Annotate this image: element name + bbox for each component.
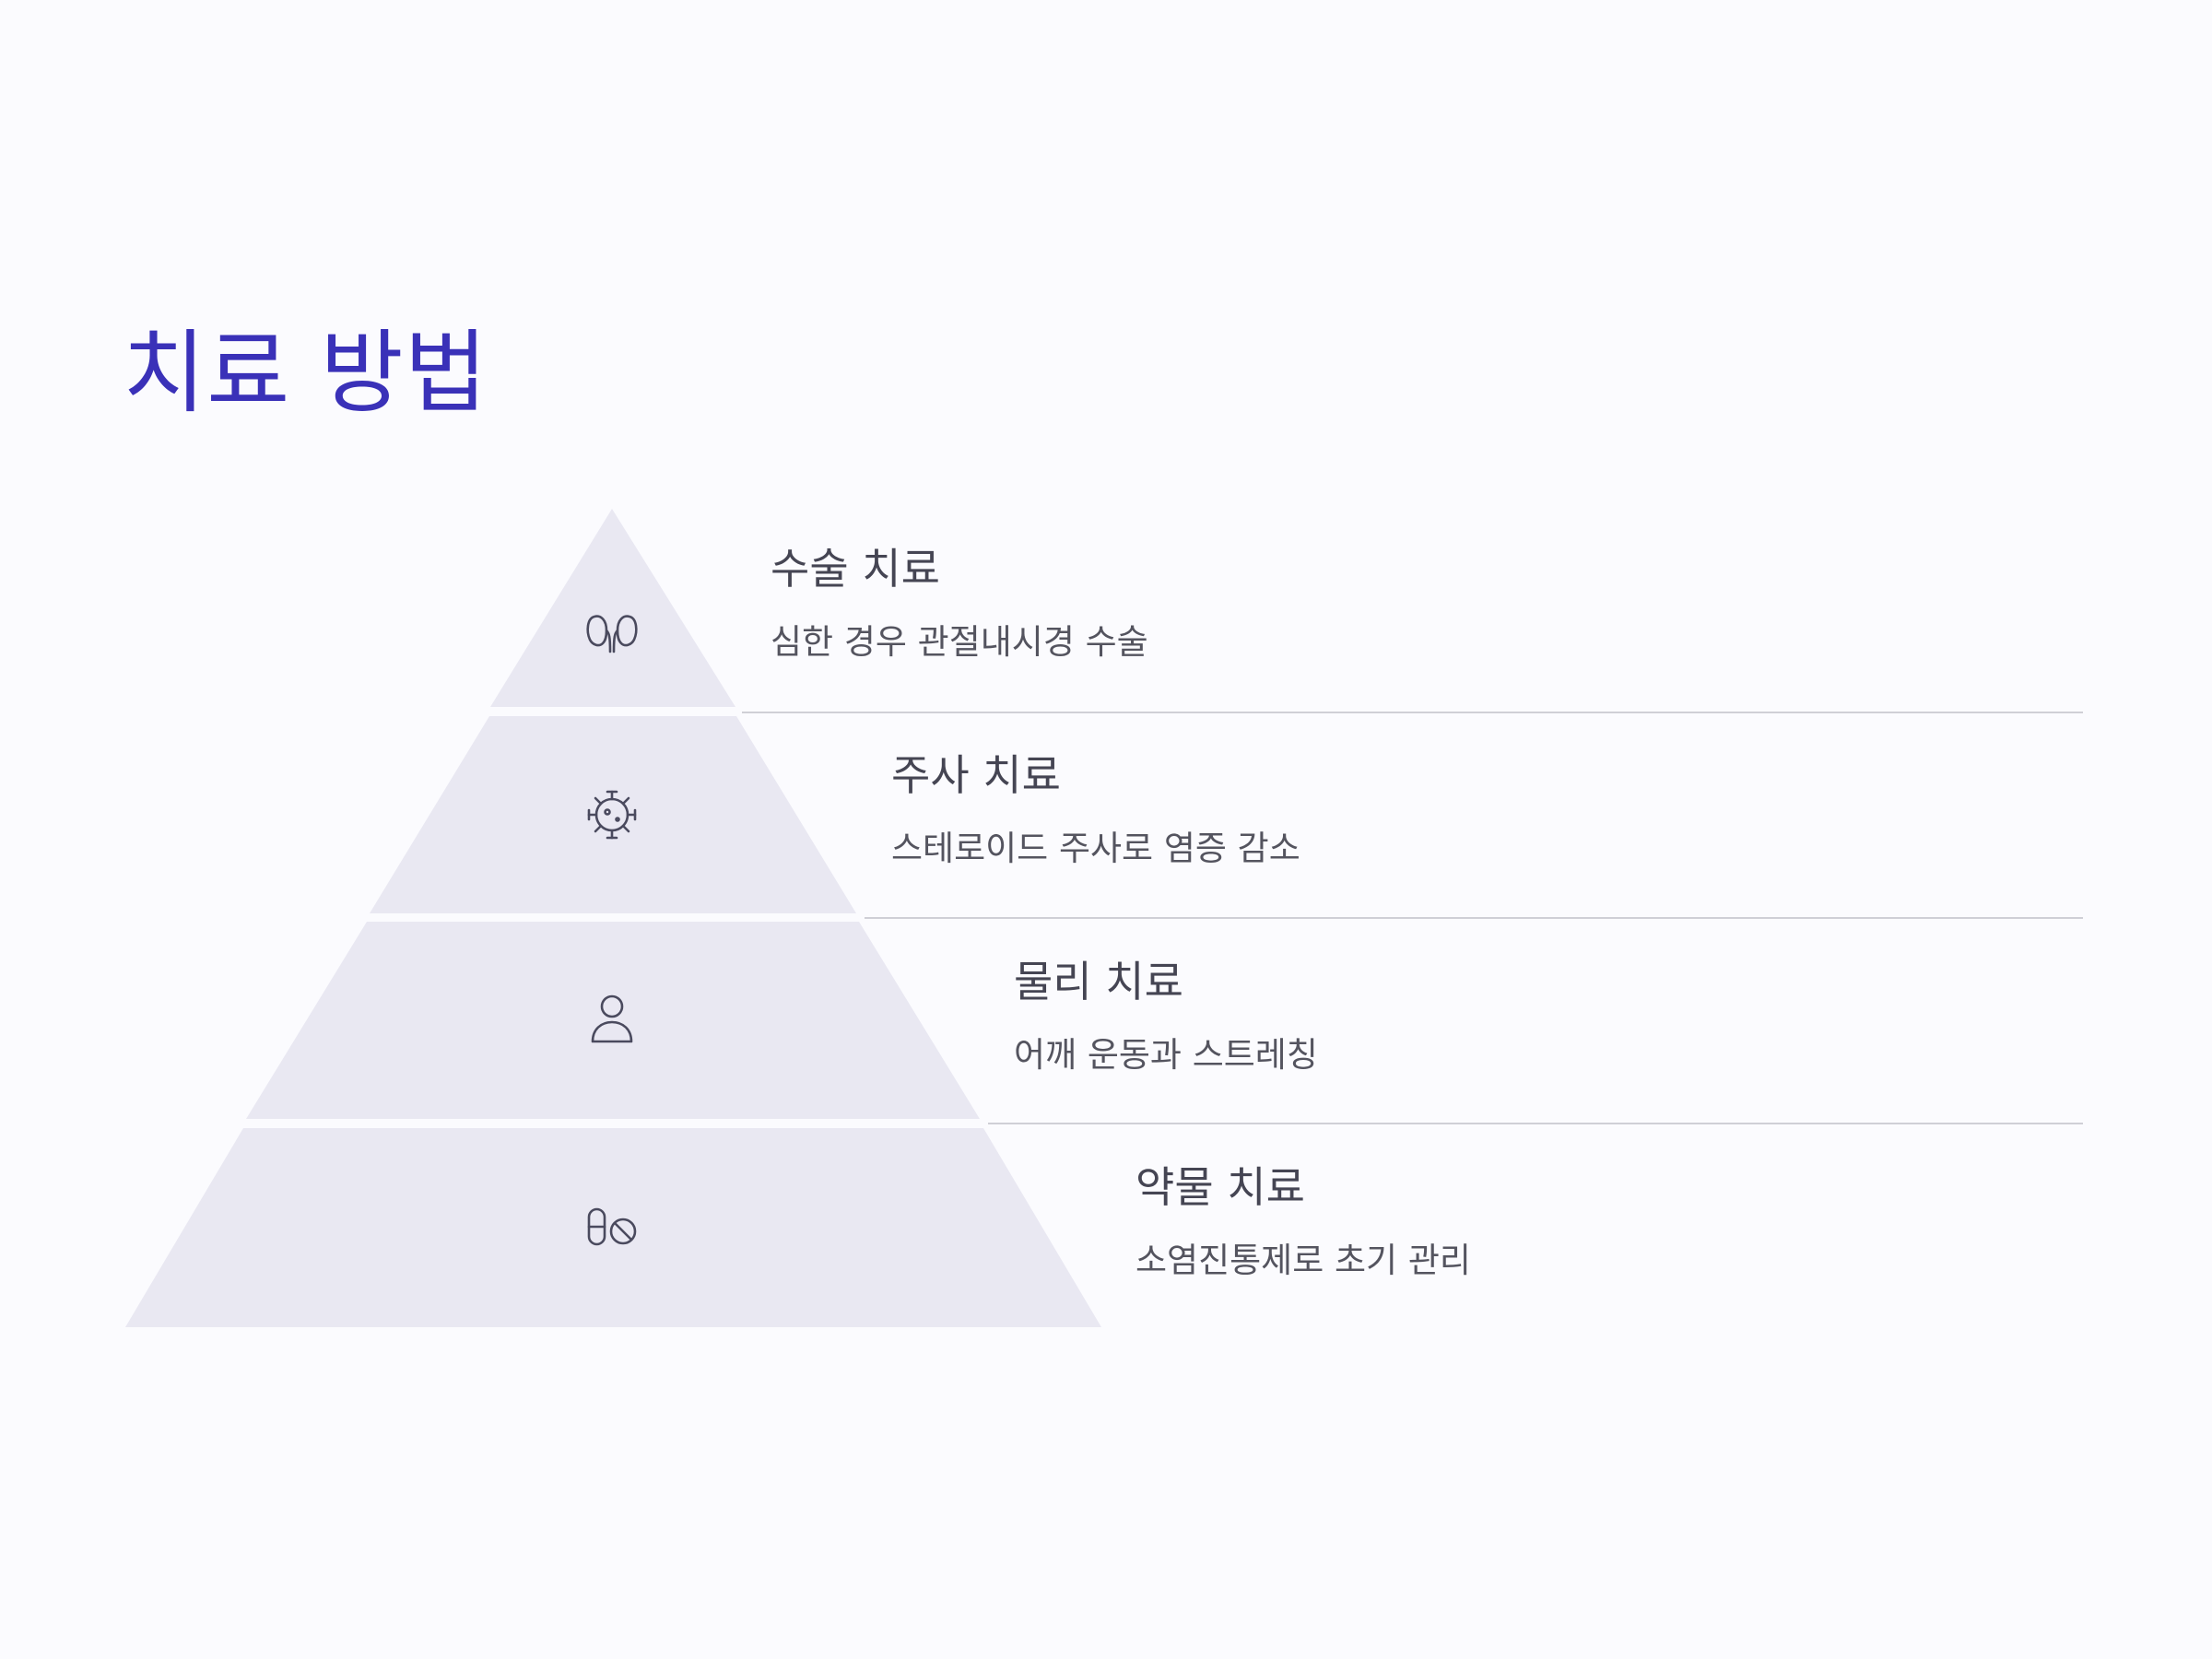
pyramid-tier-physical — [246, 922, 980, 1119]
tier-shape-3 — [246, 922, 980, 1119]
person-icon — [591, 994, 633, 1043]
pyramid-tier-medication — [125, 1128, 1101, 1327]
tier-text-medication: 약물 치료 소염진통제로 초기 관리 — [1135, 1166, 1471, 1277]
page-title: 치료 방법 — [123, 321, 488, 426]
tier-text-surgery: 수술 치료 심한 경우 관절내시경 수술 — [771, 547, 1148, 659]
tier-shape-2 — [370, 716, 856, 913]
tier-description: 소염진통제로 초기 관리 — [1135, 1241, 1471, 1280]
tier-description: 스테로이드 주사로 염증 감소 — [891, 829, 1300, 868]
pyramid-tier-surgery — [490, 509, 735, 707]
pills-icon — [587, 1207, 637, 1246]
pyramid-tier-injection — [370, 716, 856, 913]
tier-heading: 약물 치료 — [1135, 1162, 1305, 1212]
kidneys-icon — [586, 615, 638, 653]
tier-description: 심한 경우 관절내시경 수술 — [771, 622, 1148, 662]
tier-text-injection: 주사 치료 스테로이드 주사로 염증 감소 — [891, 754, 1300, 865]
tier-heading: 수술 치료 — [771, 544, 940, 594]
tier-text-physical: 물리 치료 어깨 운동과 스트레칭 — [1014, 960, 1318, 1072]
tier-description: 어깨 운동과 스트레칭 — [1014, 1035, 1318, 1075]
tier-heading: 주사 치료 — [891, 750, 1061, 800]
tier-shape-1 — [490, 509, 735, 707]
tier-heading: 물리 치료 — [1014, 957, 1183, 1006]
tier-shape-4 — [125, 1128, 1101, 1327]
virus-icon — [587, 790, 637, 840]
